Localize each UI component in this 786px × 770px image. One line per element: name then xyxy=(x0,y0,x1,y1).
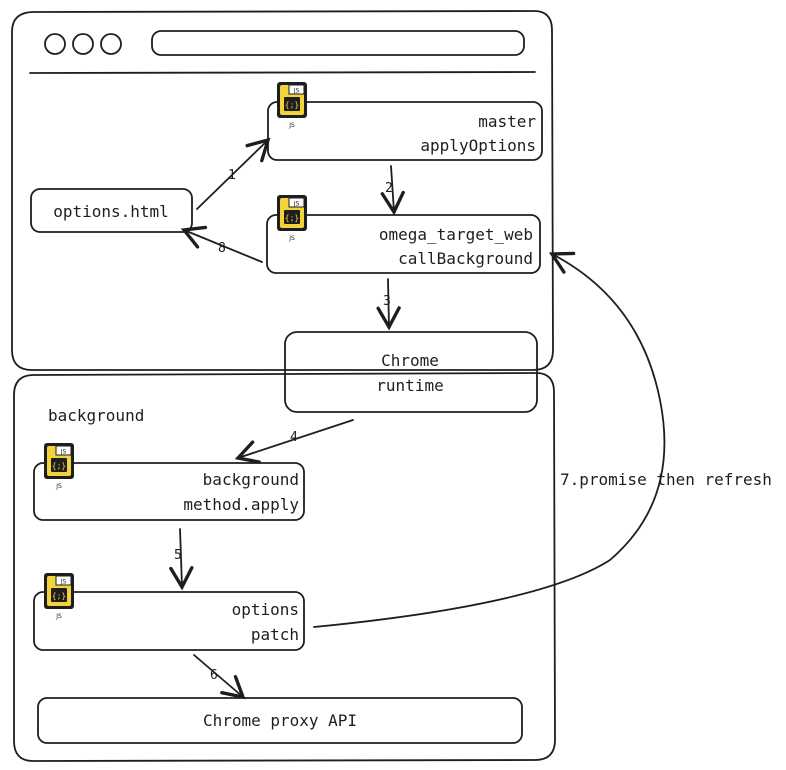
address-bar[interactable] xyxy=(151,30,525,56)
omega-target-web-line2: callBackground xyxy=(398,249,533,268)
edge-4-label: 4 xyxy=(290,430,298,445)
edge-1-label: 1 xyxy=(228,168,236,183)
master-line2: applyOptions xyxy=(420,136,536,155)
options-patch-line2: patch xyxy=(251,625,299,644)
options-html-label: options.html xyxy=(53,202,169,221)
window-control-circle[interactable] xyxy=(44,33,66,55)
omega-target-web-line1: omega_target_web xyxy=(379,225,533,244)
js-file-icon xyxy=(276,81,308,130)
background-method-line1: background xyxy=(203,470,299,489)
chrome-runtime-node xyxy=(284,331,538,413)
js-file-icon xyxy=(43,442,75,491)
background-method-node xyxy=(33,462,305,521)
background-panel-label: background xyxy=(48,406,144,425)
edge-6-label: 6 xyxy=(210,668,218,683)
options-html-node xyxy=(30,188,193,233)
browser-window-frame xyxy=(11,10,554,371)
background-panel xyxy=(13,372,556,762)
options-patch-node xyxy=(33,591,305,651)
options-patch-line1: options xyxy=(232,600,299,619)
master-node xyxy=(267,101,543,161)
master-line1: master xyxy=(478,112,536,131)
background-method-line2: method.apply xyxy=(183,495,299,514)
chrome-runtime-line2: runtime xyxy=(376,376,443,395)
edge-7-arrow xyxy=(313,251,666,628)
edge-6-arrow xyxy=(193,654,246,700)
edge-3-arrow xyxy=(376,278,401,331)
chrome-proxy-api-node xyxy=(37,697,523,744)
edge-5-label: 5 xyxy=(174,548,182,563)
edge-2-label: 2 xyxy=(385,181,393,196)
window-control-circle[interactable] xyxy=(72,33,94,55)
edge-5-arrow xyxy=(169,528,194,591)
edge-8-label: 8 xyxy=(218,241,226,256)
edge-4-arrow xyxy=(234,419,354,464)
js-file-icon xyxy=(276,194,308,243)
edge-7-label: 7.promise then refresh xyxy=(560,470,772,489)
chrome-proxy-api-label: Chrome proxy API xyxy=(203,711,357,730)
edge-1-arrow xyxy=(196,137,271,210)
edge-8-arrow xyxy=(180,225,263,263)
window-control-circle[interactable] xyxy=(100,33,122,55)
toolbar-divider xyxy=(29,71,536,74)
chrome-runtime-line1: Chrome xyxy=(381,351,439,370)
edge-2-arrow xyxy=(380,165,405,216)
edge-3-label: 3 xyxy=(383,294,391,309)
js-file-icon xyxy=(43,572,75,621)
